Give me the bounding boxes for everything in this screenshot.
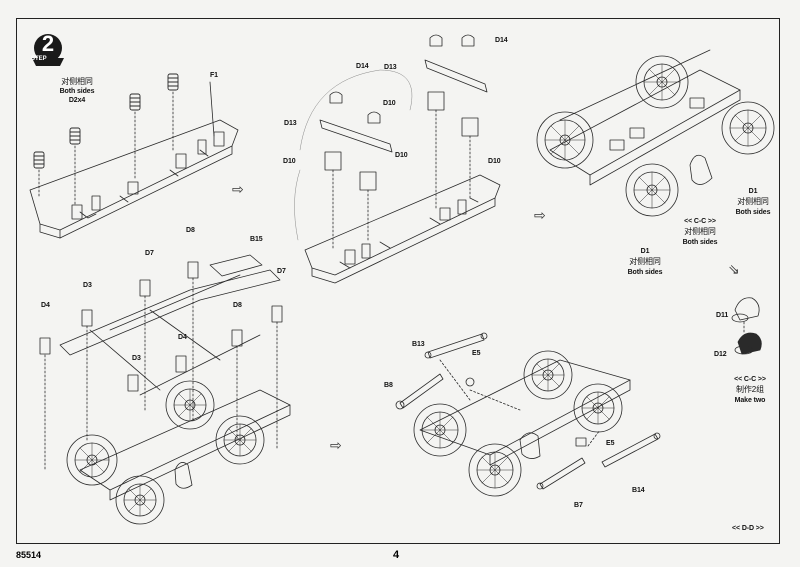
brake-rigging-drawing bbox=[39, 254, 291, 525]
make-two-cn-label: 制作2组 bbox=[735, 385, 765, 394]
both-sides-cn-label: 对侧相同 bbox=[737, 197, 769, 206]
both-sides-label: Both sides bbox=[627, 269, 663, 276]
part-label-b14: B14 bbox=[632, 487, 645, 494]
part-label-d10: D10 bbox=[488, 158, 501, 165]
part-label-b8: B8 bbox=[384, 382, 393, 389]
both-sides-cn-label: 对侧相同 bbox=[61, 77, 93, 86]
step-number: 2 bbox=[41, 31, 55, 56]
kit-number: 85514 bbox=[16, 550, 42, 560]
page-border bbox=[16, 18, 780, 544]
flow-arrow-icon: ⇨ bbox=[232, 181, 244, 197]
part-label-e5: E5 bbox=[606, 440, 615, 447]
part-label-d14: D14 bbox=[356, 63, 369, 70]
part-label-d1: D1 bbox=[748, 188, 758, 195]
part-label-d1: D1 bbox=[640, 248, 650, 255]
part-label-d8: D8 bbox=[233, 302, 242, 309]
frame-d-parts-drawing bbox=[294, 34, 501, 284]
part-label-d3: D3 bbox=[83, 282, 92, 289]
part-label-d3: D3 bbox=[132, 355, 141, 362]
d11-d12-drawing bbox=[731, 297, 762, 355]
page-number: 4 bbox=[393, 549, 400, 561]
make-two-label: Make two bbox=[734, 397, 766, 404]
part-label-f1: F1 bbox=[210, 72, 218, 79]
frame-f1-drawing bbox=[29, 73, 239, 239]
part-label-d10: D10 bbox=[383, 100, 396, 107]
part-label-d4: D4 bbox=[41, 302, 50, 309]
chassis-wheels-drawing bbox=[536, 49, 775, 217]
part-label-b15: B15 bbox=[250, 236, 263, 243]
part-label-d10: D10 bbox=[283, 158, 296, 165]
section-view-dd-label: << D-D >> bbox=[732, 525, 764, 532]
step-word: STEP bbox=[31, 56, 47, 62]
part-label-d7: D7 bbox=[277, 268, 286, 275]
part-label-d4: D4 bbox=[178, 334, 187, 341]
both-sides-cn-label: 对侧相同 bbox=[684, 227, 716, 236]
both-sides-cn-label: 对侧相同 bbox=[629, 257, 661, 266]
both-sides-label: Both sides bbox=[682, 239, 718, 246]
part-label-d12: D12 bbox=[714, 351, 727, 358]
both-sides-label: Both sides bbox=[59, 88, 95, 95]
part-label-d7: D7 bbox=[145, 250, 154, 257]
part-label-d13: D13 bbox=[284, 120, 297, 127]
flow-arrow-icon: ⇨ bbox=[330, 437, 342, 453]
part-label-d11: D11 bbox=[716, 312, 729, 319]
section-view-cc-label: << C-C >> bbox=[734, 376, 766, 383]
part-label-d14: D14 bbox=[495, 37, 508, 44]
both-sides-label: Both sides bbox=[735, 209, 771, 216]
flow-arrow-icon: ⇨ bbox=[534, 207, 546, 223]
part-label-e5: E5 bbox=[472, 350, 481, 357]
section-view-cc-label: << C-C >> bbox=[684, 218, 716, 225]
lower-bogie-drawing bbox=[395, 332, 661, 497]
part-label-d2x4: D2x4 bbox=[68, 97, 86, 104]
part-label-d10: D10 bbox=[395, 152, 408, 159]
flow-arrow-icon: ⇘ bbox=[728, 261, 740, 277]
part-label-b7: B7 bbox=[574, 502, 583, 509]
part-label-d13: D13 bbox=[384, 64, 397, 71]
step-badge-icon bbox=[32, 34, 64, 66]
part-label-d8: D8 bbox=[186, 227, 195, 234]
part-label-b13: B13 bbox=[412, 341, 425, 348]
